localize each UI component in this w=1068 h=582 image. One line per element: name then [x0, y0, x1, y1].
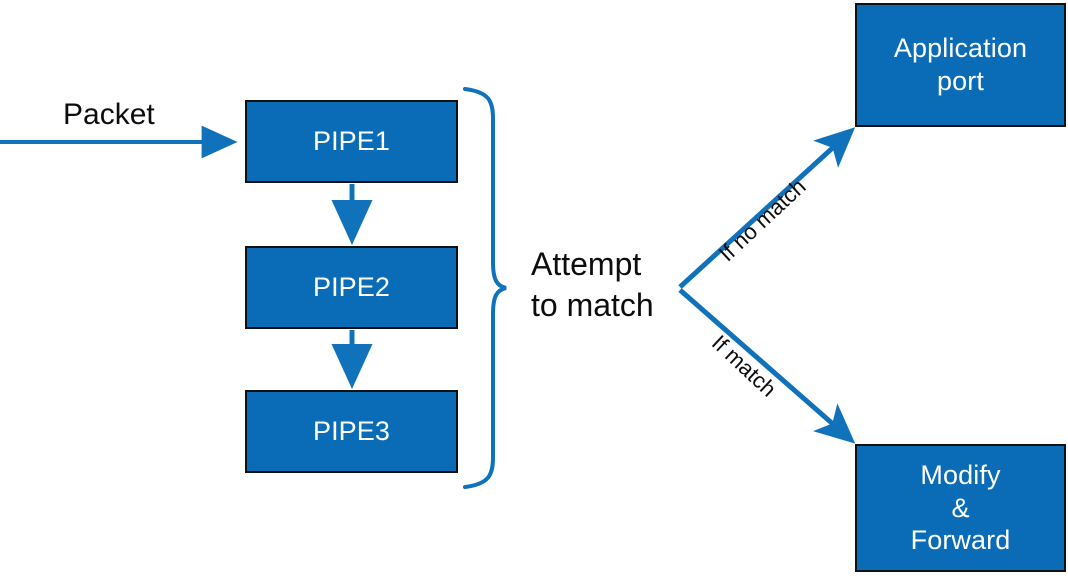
node-pipe3[interactable]: PIPE3 — [245, 390, 458, 473]
edge-if-match — [678, 288, 856, 444]
node-pipe1[interactable]: PIPE1 — [245, 100, 458, 183]
node-pipe2[interactable]: PIPE2 — [245, 246, 458, 329]
edge-if-no-match — [678, 127, 856, 289]
label-packet: Packet — [63, 98, 155, 131]
node-modify-forward[interactable]: Modify & Forward — [855, 444, 1066, 572]
node-application-port[interactable]: Application port — [855, 3, 1066, 127]
label-attempt-to-match: Attempt to match — [531, 246, 654, 323]
pipeline-brace — [463, 87, 507, 489]
